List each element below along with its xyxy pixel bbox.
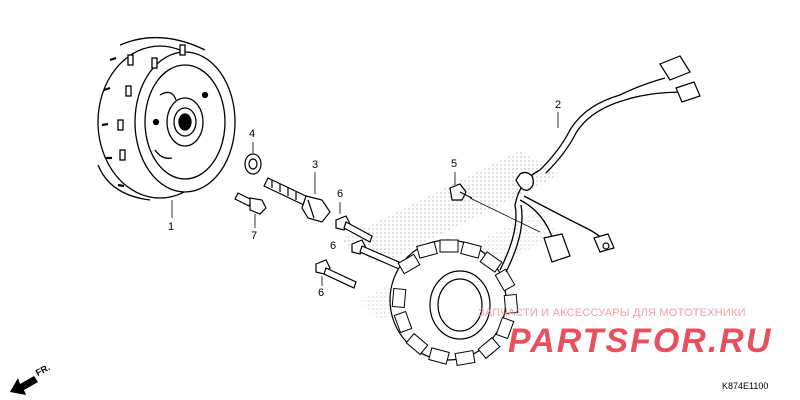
callout-bolt-top: 5 [451,158,458,170]
wire-harness [499,77,686,273]
callout-flywheel: 1 [168,221,175,233]
callout-bolt-b: 6 [330,240,337,252]
callout-washer: 4 [249,128,256,140]
front-direction-arrow [10,376,38,395]
callout-shaft-bolt: 3 [312,159,319,171]
diagram-reference-code: K874E1100 [722,381,769,391]
watermark-logo: PARTSFOR.RU [508,322,773,360]
bolt-top [449,183,473,201]
callout-small-bolt: 7 [251,230,258,242]
callout-bolt-c: 6 [318,287,325,299]
washer [244,153,262,175]
callout-bolt-a: 6 [337,188,344,200]
callout-stator-harness: 2 [555,99,562,111]
shaft-bolt [263,177,331,223]
connector-plugs [543,55,701,263]
stator-coil [389,239,519,367]
watermark-tagline: ЗАПЧАСТИ И АКСЕССУАРЫ ДЛЯ МОТОТЕХНИКИ [478,307,746,319]
small-bolt [234,192,267,215]
flywheel-rotor [97,36,236,201]
